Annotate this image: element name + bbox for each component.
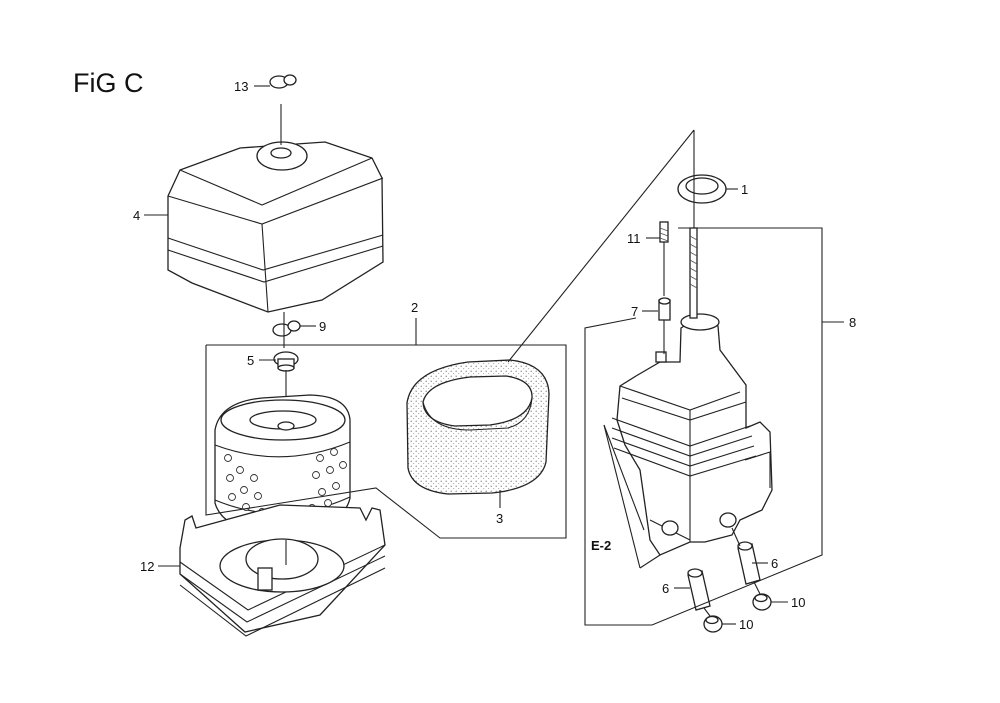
callout-8: 8 xyxy=(849,315,856,330)
callout-3: 3 xyxy=(496,490,503,526)
callout-label: 8 xyxy=(849,315,856,330)
callout-1: 1 xyxy=(726,182,748,197)
callout-label: 10 xyxy=(739,617,753,632)
seal-ring-part xyxy=(677,174,727,204)
callout-label: 10 xyxy=(791,595,805,610)
air-cleaner-cover-part xyxy=(167,104,384,313)
callout-label: 6 xyxy=(662,581,669,596)
callout-2: 2 xyxy=(411,300,418,315)
breather-tube-left-part xyxy=(687,568,711,611)
callout-label: E-2 xyxy=(591,538,611,553)
collar-part xyxy=(658,297,671,354)
foam-filter-element-part xyxy=(406,359,550,495)
callout-e2: E-2 xyxy=(591,538,611,553)
breather-tube-right-part xyxy=(731,527,761,585)
part-2-group-outline xyxy=(205,318,567,539)
cap-left-part xyxy=(703,607,723,633)
part-8-group-outline xyxy=(507,129,844,626)
callout-label: 4 xyxy=(133,208,140,223)
callout-6-left: 6 xyxy=(662,581,690,596)
callout-label: 13 xyxy=(234,79,248,94)
callout-10-left: 10 xyxy=(722,617,753,632)
callout-5: 5 xyxy=(247,353,276,368)
stud-bolt-part xyxy=(689,227,698,319)
callout-label: 11 xyxy=(627,231,641,246)
callout-label: 2 xyxy=(411,300,418,315)
air-cleaner-body-part xyxy=(611,313,773,556)
callout-label: 6 xyxy=(771,556,778,571)
callout-10-right: 10 xyxy=(771,595,805,610)
callout-11: 11 xyxy=(627,231,660,246)
callout-label: 7 xyxy=(631,304,638,319)
small-bolt-part xyxy=(659,221,669,296)
callout-label: 3 xyxy=(496,511,503,526)
figure-title: FiG C xyxy=(73,68,144,98)
callout-label: 12 xyxy=(140,559,154,574)
callout-13: 13 xyxy=(234,79,270,94)
callout-label: 5 xyxy=(247,353,254,368)
wing-nut-top-part xyxy=(269,74,297,89)
paper-filter-element-part xyxy=(214,394,351,531)
callout-12: 12 xyxy=(140,559,180,574)
cap-right-part xyxy=(752,581,772,611)
wing-nut-lower-part xyxy=(272,312,301,348)
grommet-part xyxy=(273,351,299,412)
callout-4: 4 xyxy=(133,208,168,223)
callout-6-right: 6 xyxy=(752,556,778,571)
callout-label: 9 xyxy=(319,319,326,334)
callout-9: 9 xyxy=(300,319,326,334)
air-cleaner-base-part xyxy=(179,504,386,637)
callout-label: 1 xyxy=(741,182,748,197)
callout-7: 7 xyxy=(631,304,658,319)
